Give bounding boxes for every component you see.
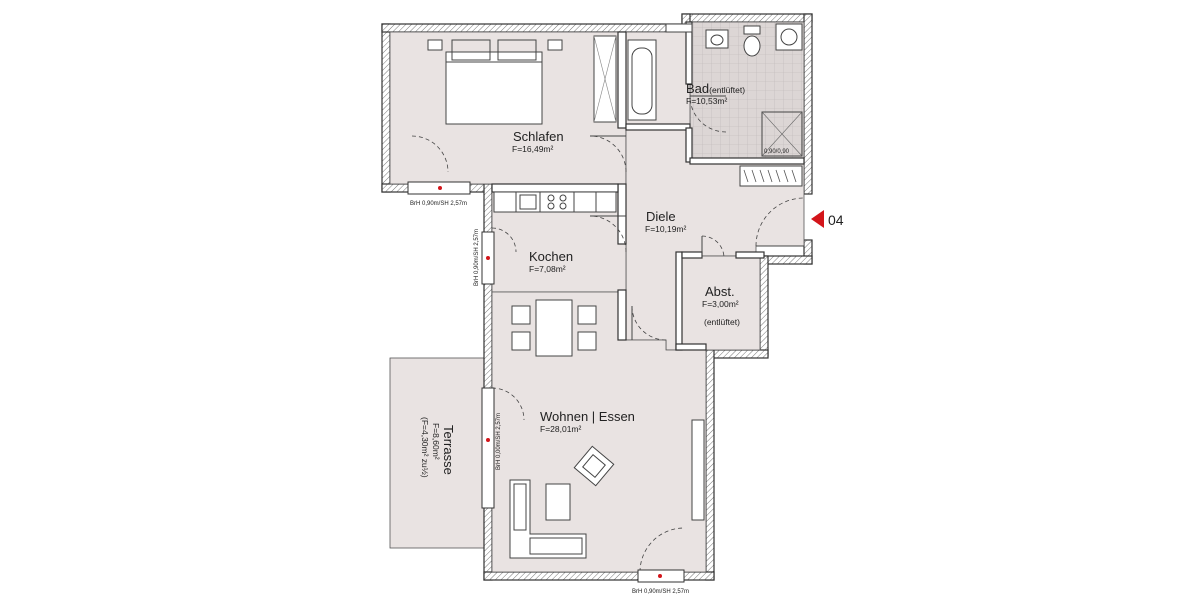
entrance-triangle-icon <box>811 210 824 228</box>
double-bed-icon <box>427 39 563 125</box>
window-label-wohnen-bottom: BrH 0,90m/SH 2,57m <box>632 589 689 595</box>
room-area-diele: F=10,19m² <box>645 224 687 234</box>
window-label-kochen: BrH 0,90m/SH 2,57m <box>474 229 480 286</box>
doors <box>411 95 805 573</box>
room-abst <box>681 255 761 351</box>
dining-table-icon <box>511 299 597 357</box>
tv-cabinet <box>691 419 705 521</box>
diele-wardrobe <box>739 165 803 187</box>
room-area-kochen: F=7,08m² <box>529 264 566 274</box>
room-area-schlafen: F=16,49m² <box>512 144 554 154</box>
window-label-wohnen-side: BrH 0,00m/SH 2,57m <box>496 413 502 470</box>
window-label-schlafen: BrH 0,90m/SH 2,57m <box>410 201 467 207</box>
unit-number: 04 <box>828 212 844 228</box>
terrace <box>389 357 487 549</box>
room-area-abst: F=3,00m² <box>702 299 739 309</box>
room-area-terrasse: F=8,60m² <box>431 423 441 460</box>
room-name-wohnen: Wohnen | Essen <box>540 409 635 424</box>
room-name-kochen: Kochen <box>529 249 573 264</box>
shower-icon: 0,90/0,90 <box>761 111 803 157</box>
room-name-diele: Diele <box>646 209 676 224</box>
interior-walls <box>491 21 805 351</box>
room-area-bad: F=10,53m² <box>686 96 728 106</box>
room-bad-suffix: (entlüftet) <box>709 85 745 95</box>
room-name-schlafen: Schlafen <box>513 129 564 144</box>
shower-size: 0,90/0,90 <box>764 149 790 155</box>
bath-fixtures <box>665 23 803 57</box>
kitchen-counter <box>493 191 617 213</box>
armchair-icon <box>573 445 615 487</box>
wardrobe <box>593 35 617 123</box>
room-name-bad: Bad(entlüftet) <box>686 81 745 96</box>
room-area-wohnen: F=28,01m² <box>540 424 582 434</box>
room-name-abst: Abst. <box>705 284 735 299</box>
room-note-terrasse: (F=4,30m² zu½) <box>420 417 430 478</box>
windows <box>407 181 685 583</box>
bathtub-icon <box>627 39 657 121</box>
room-note-abst: (entlüftet) <box>704 317 740 327</box>
room-name-terrasse: Terrasse <box>441 425 456 475</box>
sofa-icon <box>509 479 587 559</box>
